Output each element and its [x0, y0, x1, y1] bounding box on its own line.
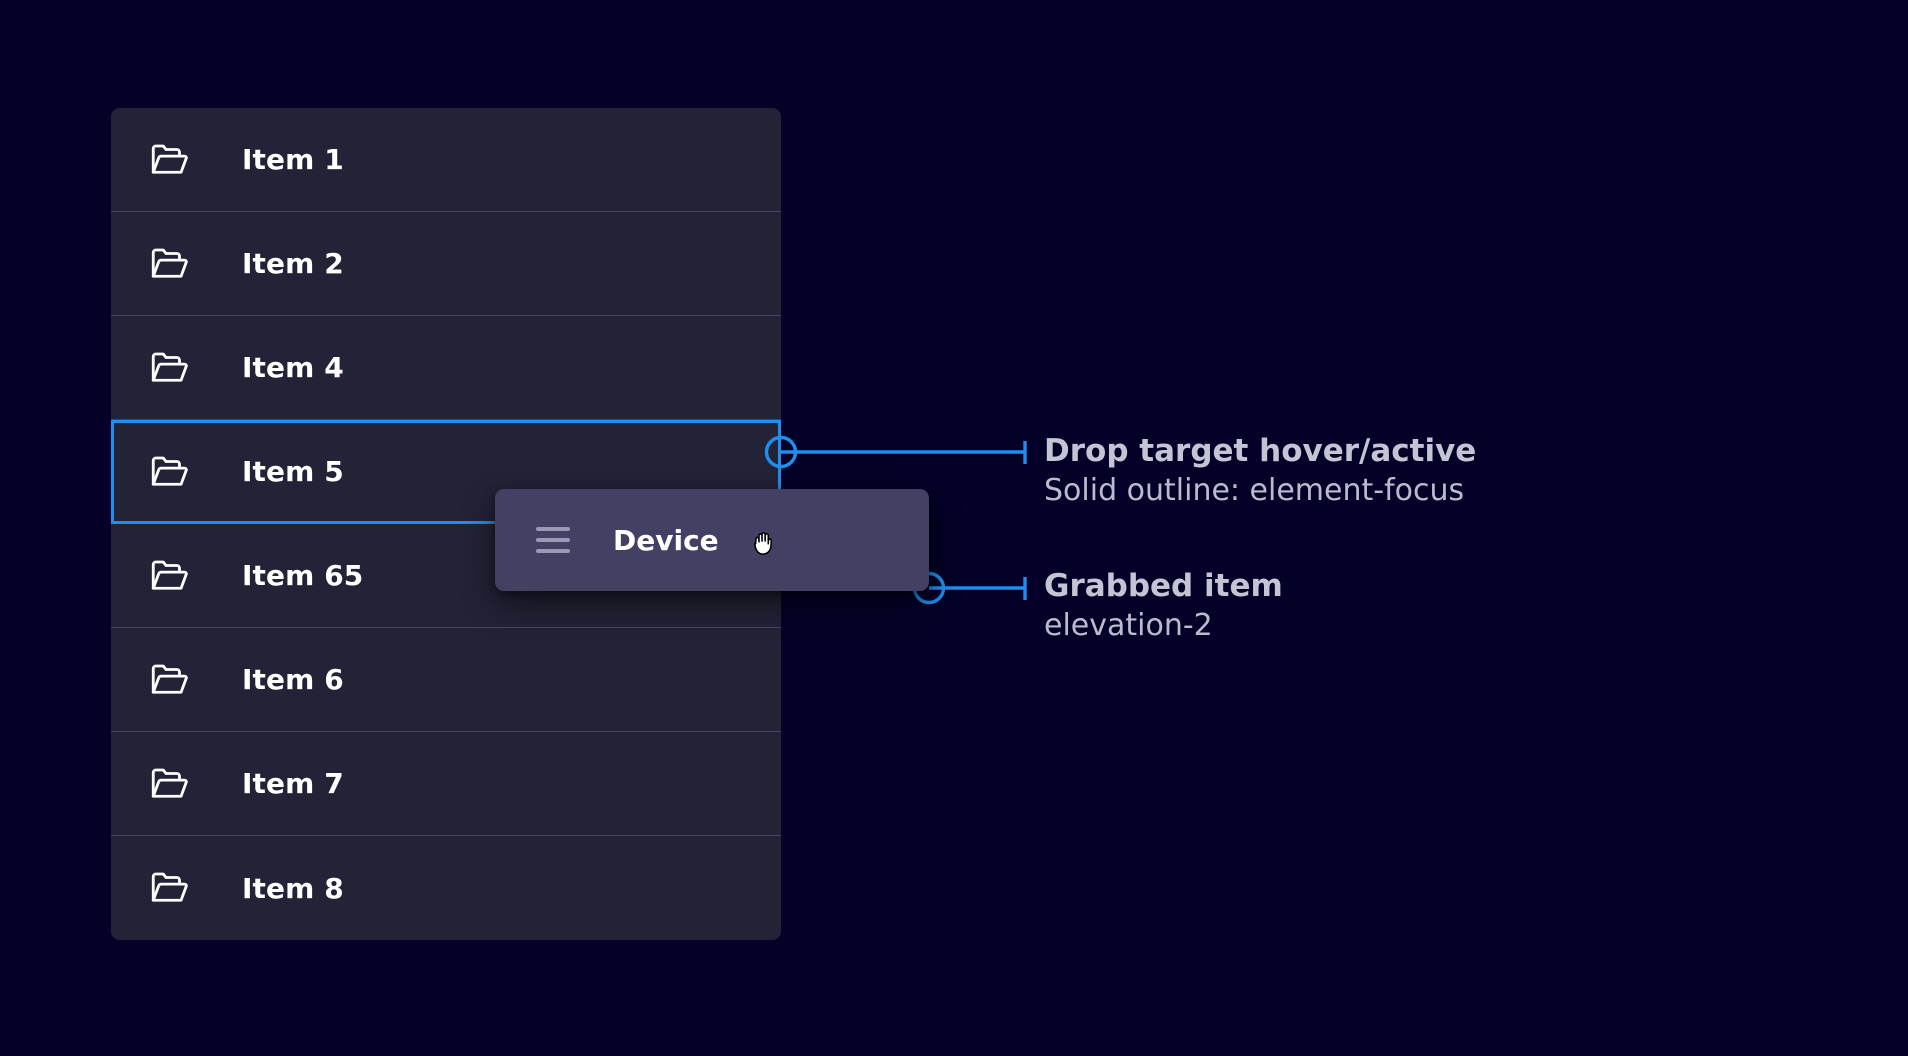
- folder-open-icon: [151, 768, 188, 798]
- list-item[interactable]: Item 4: [111, 316, 781, 420]
- list-item[interactable]: Item 7: [111, 732, 781, 836]
- callout-grabbed-item: [912, 571, 1027, 605]
- list-item-label: Item 7: [242, 767, 344, 800]
- list-item-label: Item 4: [242, 351, 344, 384]
- grabbed-item-card[interactable]: Device: [495, 489, 929, 591]
- list-item[interactable]: Item 8: [111, 836, 781, 940]
- annotation-title: Grabbed item: [1044, 568, 1283, 604]
- drag-handle-bar: [536, 549, 570, 553]
- drag-handle-icon[interactable]: [536, 527, 570, 553]
- annotation-grabbed-item: Grabbed item elevation-2: [1044, 567, 1283, 645]
- folder-open-icon: [151, 456, 188, 486]
- callout-drop-target: [764, 435, 1027, 469]
- folder-open-icon: [151, 248, 188, 278]
- drag-handle-bar: [536, 527, 570, 531]
- folder-open-icon: [151, 872, 188, 902]
- annotation-subtitle: elevation-2: [1044, 607, 1213, 643]
- folder-open-icon: [151, 352, 188, 382]
- folder-open-icon: [151, 664, 188, 694]
- list-item[interactable]: Item 2: [111, 212, 781, 316]
- annotation-drop-target: Drop target hover/active Solid outline: …: [1044, 432, 1476, 510]
- folder-open-icon: [151, 560, 188, 590]
- list-item[interactable]: Item 6: [111, 628, 781, 732]
- grabbed-item-label: Device: [613, 523, 719, 557]
- list-item-label: Item 65: [242, 559, 364, 592]
- drag-handle-bar: [536, 538, 570, 542]
- list-item-label: Item 2: [242, 247, 344, 280]
- drop-target-list: Item 1 Item 2 Item 4 Item 5: [111, 108, 781, 940]
- list-item-label: Item 6: [242, 663, 344, 696]
- list-item-label: Item 1: [242, 143, 344, 176]
- list-item-label: Item 5: [242, 455, 344, 488]
- annotation-subtitle: Solid outline: element-focus: [1044, 472, 1465, 508]
- folder-open-icon: [151, 144, 188, 174]
- list-item[interactable]: Item 1: [111, 108, 781, 212]
- annotation-title: Drop target hover/active: [1044, 433, 1477, 469]
- list-item-label: Item 8: [242, 871, 344, 905]
